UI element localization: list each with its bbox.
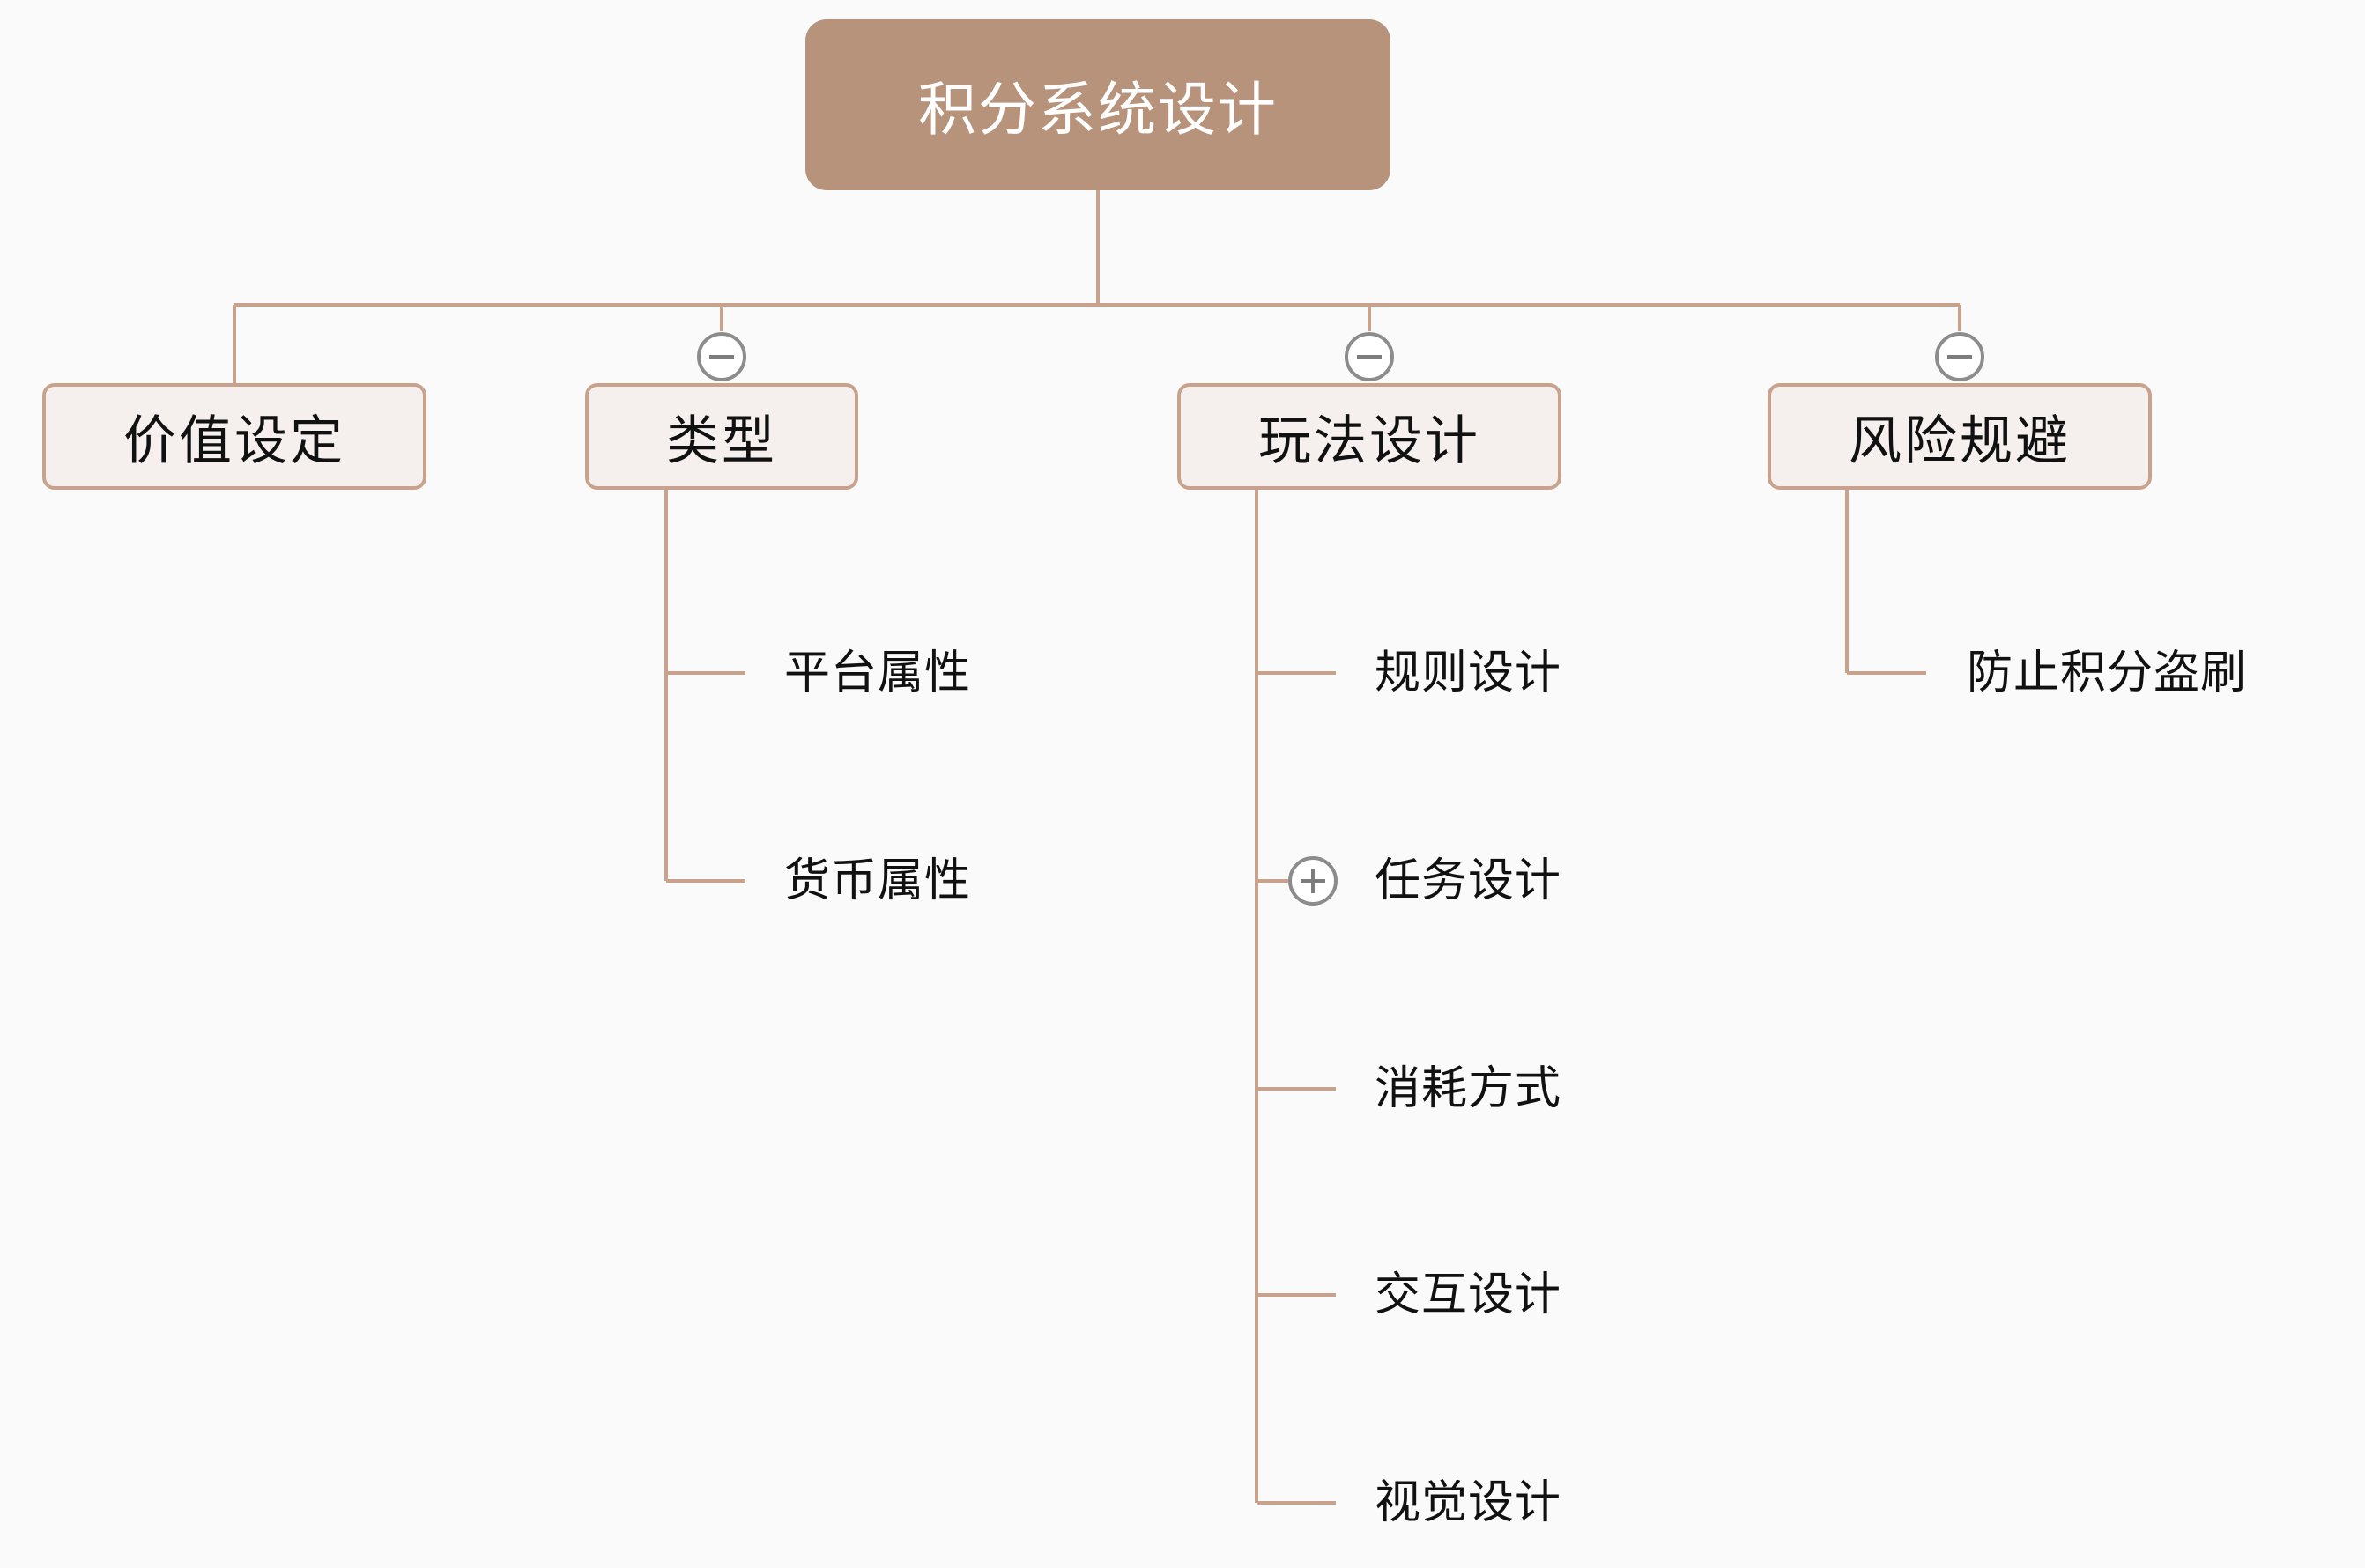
- collapse-toggle-risk[interactable]: [1935, 332, 1984, 381]
- leaf-topic-interaction-design[interactable]: 交互设计: [1375, 1268, 1562, 1321]
- collapse-toggle-gameplay[interactable]: [1345, 332, 1394, 381]
- leaf-topic-prevent-points-fraud[interactable]: 防止积分盗刷: [1967, 647, 2248, 699]
- branch-topic-label: 价值设定: [123, 410, 345, 472]
- branch-topic-label: 风险规避: [1849, 410, 2071, 472]
- root-topic[interactable]: 积分系统设计: [805, 19, 1390, 190]
- branch-topic-type[interactable]: 类型: [585, 383, 858, 490]
- leaf-topic-consumption-method[interactable]: 消耗方式: [1375, 1062, 1562, 1115]
- branch-topic-label: 类型: [666, 410, 777, 472]
- leaf-topic-rule-design[interactable]: 规则设计: [1375, 647, 1562, 699]
- branch-topic-label: 玩法设计: [1258, 410, 1480, 472]
- branch-topic-value-setting[interactable]: 价值设定: [42, 383, 426, 490]
- leaf-topic-platform-attribute[interactable]: 平台属性: [784, 647, 972, 699]
- leaf-topic-currency-attribute[interactable]: 货币属性: [784, 854, 972, 907]
- expand-toggle-task-design[interactable]: [1288, 856, 1338, 906]
- branch-topic-gameplay-design[interactable]: 玩法设计: [1177, 383, 1561, 490]
- root-topic-label: 积分系统设计: [918, 76, 1278, 144]
- collapse-toggle-type[interactable]: [697, 332, 746, 381]
- leaf-topic-visual-design[interactable]: 视觉设计: [1375, 1476, 1562, 1529]
- leaf-topic-task-design[interactable]: 任务设计: [1375, 854, 1562, 907]
- branch-topic-risk-avoidance[interactable]: 风险规避: [1768, 383, 2152, 490]
